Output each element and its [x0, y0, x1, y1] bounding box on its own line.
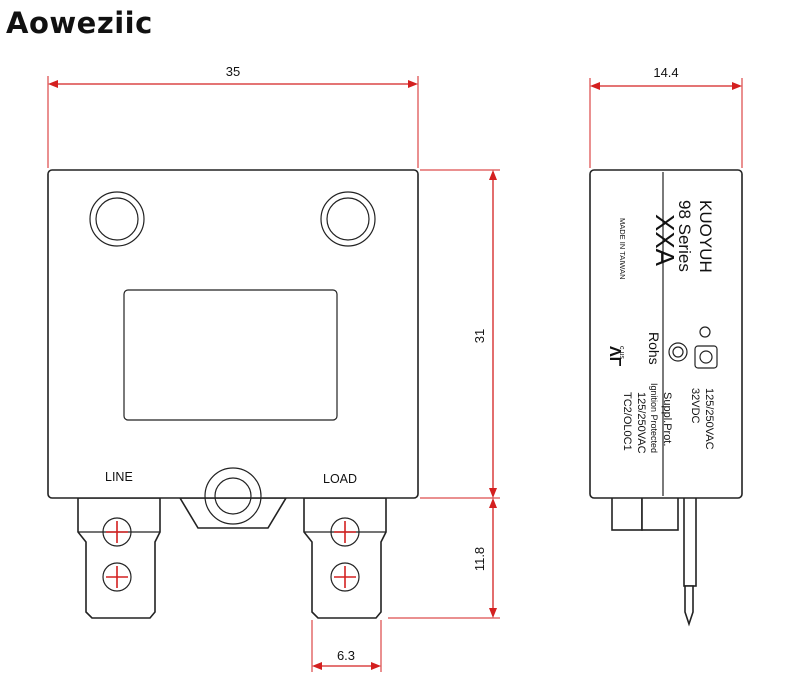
breaker-body [47, 169, 419, 499]
csa-mark-icon [668, 342, 688, 362]
registered-mark [699, 326, 711, 338]
rating-dc-text: 32VDC [689, 388, 701, 424]
svg-text:14.4: 14.4 [653, 65, 678, 80]
svg-text:31: 31 [472, 329, 487, 343]
tc-text: TC2/OL0C1 [621, 392, 633, 451]
load-label: LOAD [323, 472, 357, 486]
svg-text:35: 35 [226, 64, 240, 79]
series-text: 98 Series [675, 200, 694, 272]
rating-ac2-text: 125/250VAC [635, 392, 647, 454]
cert-octagon-icon [694, 345, 718, 369]
side-lower-block [611, 495, 643, 531]
ul-text: c us [618, 346, 625, 359]
svg-text:11.8: 11.8 [472, 547, 487, 571]
dimension-width: 35 [47, 64, 419, 168]
front-view: LINE LOAD [47, 169, 419, 619]
mount-hole-left [89, 191, 145, 247]
line-terminal [77, 497, 161, 619]
dimension-depth: 14.4 [589, 65, 743, 168]
suppl-text: Suppl.Prot. [661, 392, 673, 446]
mount-hole-right [320, 191, 376, 247]
side-view: KUOYUH 98 Series XXA MADE IN TAIWAN Rohs… [589, 169, 743, 627]
dimension-terminal-length: 11.8 [388, 498, 500, 619]
dimension-terminal-width: 6.3 [311, 620, 382, 672]
origin-text: MADE IN TAIWAN [618, 218, 627, 280]
brand-logo: Aoweziic [6, 6, 153, 40]
side-body [589, 169, 743, 499]
ignition-text: Ignition Protected [649, 383, 659, 453]
line-label: LINE [105, 470, 133, 484]
svg-text:6.3: 6.3 [337, 648, 355, 663]
rohs-text: Rohs [646, 332, 662, 365]
reset-window [123, 289, 338, 421]
center-boss [204, 467, 262, 525]
model-text: XXA [650, 214, 680, 267]
maker-text: KUOYUH [696, 200, 715, 273]
side-terminal [683, 495, 697, 587]
rating-ac-text: 125/250VAC [703, 388, 715, 450]
side-label: KUOYUH 98 Series XXA MADE IN TAIWAN Rohs… [606, 200, 718, 454]
load-terminal [303, 497, 387, 619]
ul-mark-icon: ɅΓ [606, 346, 623, 367]
dimension-height: 31 [420, 169, 500, 499]
